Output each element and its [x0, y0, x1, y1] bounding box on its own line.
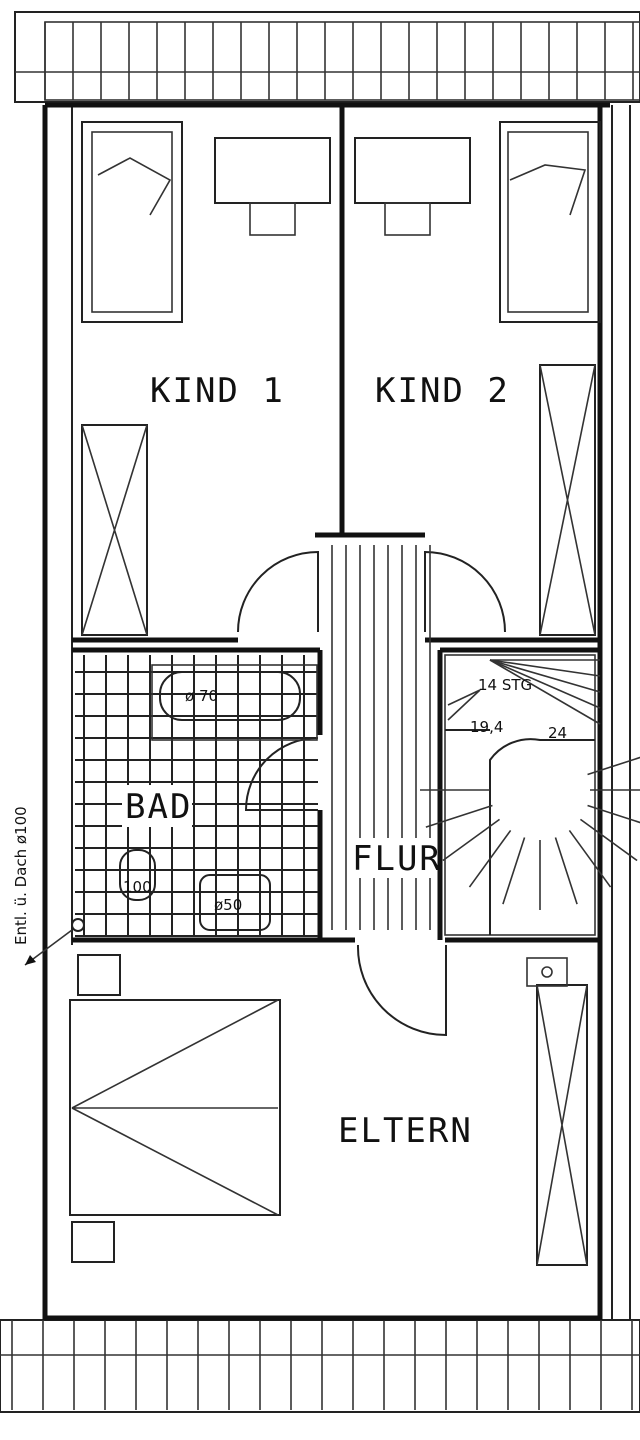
stairs-dim-a: 19,4: [470, 718, 503, 736]
staircase: [420, 654, 640, 936]
stair-step: [587, 804, 640, 824]
wardrobes: [81, 364, 596, 1266]
bathtub: [151, 664, 318, 741]
stair-step: [489, 659, 601, 677]
stair-step: [442, 818, 501, 862]
bed-eltern: [69, 954, 281, 1263]
stair-step: [425, 804, 493, 828]
toilet-label: 100: [123, 878, 152, 896]
stair-step: [468, 829, 512, 888]
stairs-dim-b: 24: [548, 724, 567, 742]
room-label-eltern: ELTERN: [338, 1111, 473, 1151]
stair-step: [489, 659, 601, 693]
sink-label: ø50: [214, 896, 242, 914]
toilet: [119, 849, 156, 901]
stair-step: [579, 818, 638, 862]
stair-step: [568, 829, 612, 888]
room-label-kind2: KIND 2: [375, 371, 510, 411]
vent-arrow: [24, 918, 85, 966]
stair-step: [489, 659, 601, 725]
roof-bottom: [0, 1319, 640, 1413]
bathtub-label: ø 70: [185, 687, 218, 705]
room-label-flur: FLUR: [352, 839, 442, 879]
bed-kind1: [81, 121, 183, 323]
roof-top: [14, 11, 640, 103]
room-label-bad: BAD: [125, 787, 192, 827]
bed-kind2: [499, 121, 601, 323]
stair-step: [489, 659, 601, 709]
stair-step: [554, 837, 578, 905]
sink: [199, 874, 271, 931]
room-label-kind1: KIND 1: [150, 371, 285, 411]
stair-step: [587, 756, 640, 776]
stairs-steps-label: 14 STG: [478, 676, 532, 694]
desks: [214, 137, 471, 236]
vent-label: Entl. ü. Dach ø100: [12, 806, 30, 945]
doors: [237, 550, 506, 1037]
stair-step: [502, 837, 526, 905]
